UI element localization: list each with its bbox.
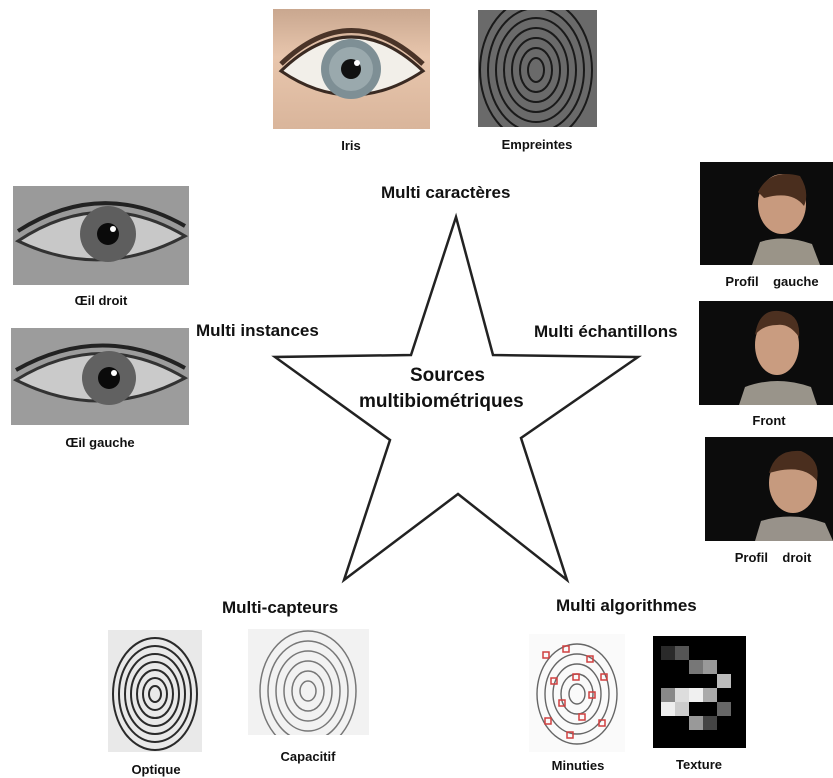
caption-profil-droit: Profil droit: [718, 550, 828, 565]
caption-oeil-gauche: Œil gauche: [50, 435, 150, 450]
profil-droit-image: [705, 437, 833, 541]
profil-gauche-image: [700, 162, 833, 265]
branch-multi-instances: Multi instances: [196, 321, 319, 341]
caption-optique: Optique: [116, 762, 196, 777]
iris-image: [273, 9, 430, 129]
branch-multi-capteurs: Multi-capteurs: [222, 598, 338, 618]
caption-minuties: Minuties: [538, 758, 618, 773]
optique-image: [108, 630, 202, 752]
caption-empreintes: Empreintes: [487, 137, 587, 152]
empreinte-image: [478, 10, 597, 127]
caption-texture: Texture: [659, 757, 739, 772]
caption-oeil-droit: Œil droit: [51, 293, 151, 308]
branch-multi-algorithmes: Multi algorithmes: [556, 596, 697, 616]
center-title-line1: Sources: [410, 365, 485, 387]
caption-capacitif: Capacitif: [268, 749, 348, 764]
center-title-line2: multibiométriques: [359, 391, 524, 413]
capacitif-image: [248, 629, 369, 735]
branch-multi-echantillons: Multi échantillons: [534, 322, 678, 342]
caption-front: Front: [739, 413, 799, 428]
oeil-droit-image: [13, 186, 189, 285]
branch-multi-caracteres: Multi caractères: [381, 183, 510, 203]
front-image: [699, 301, 833, 405]
caption-profil-gauche: Profil gauche: [712, 274, 832, 289]
minuties-image: [529, 634, 625, 752]
caption-iris: Iris: [331, 138, 371, 153]
oeil-gauche-image: [11, 328, 189, 425]
texture-image: [653, 636, 746, 748]
